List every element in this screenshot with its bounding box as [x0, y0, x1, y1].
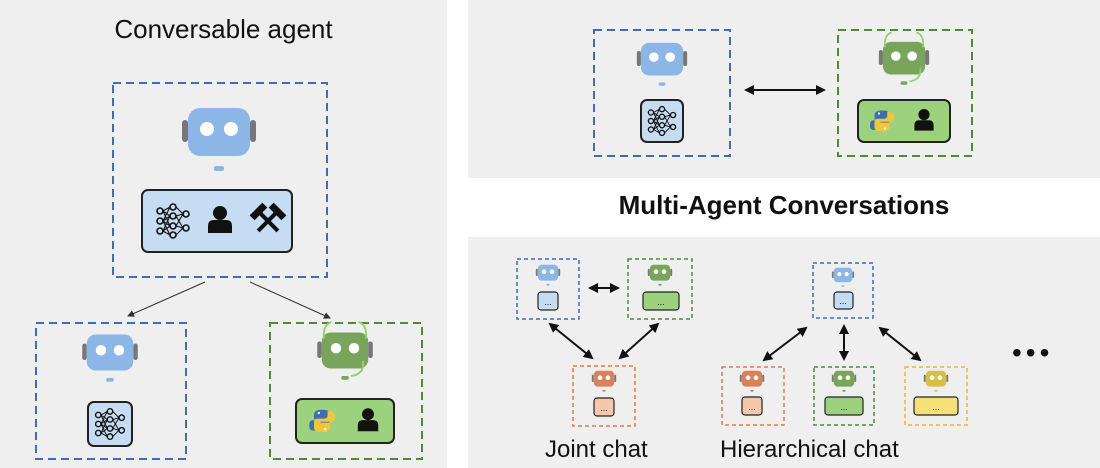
joint-arrow-right: [618, 322, 660, 360]
joint-agent-blue: [516, 258, 580, 320]
hier-agent-green: [813, 366, 875, 426]
joint-agent-green: [627, 258, 693, 320]
ellipsis: ...: [544, 297, 552, 307]
ellipsis: ...: [748, 402, 756, 412]
two-agent-assistant-box: [593, 29, 731, 157]
robot-icon: [317, 332, 373, 380]
hier-agent-top: [812, 262, 874, 319]
robot-icon: [82, 334, 138, 382]
joint-agent-orange: [572, 365, 636, 427]
hier-arrow-left: [762, 326, 808, 362]
robot-icon: [535, 264, 561, 286]
user-proxy-agent-box: [269, 322, 423, 460]
hier-agent-yellow: [904, 366, 968, 426]
hierarchical-chat-caption: Hierarchical chat: [720, 436, 899, 463]
arrow-to-user-proxy: [249, 281, 331, 319]
hier-arrow-right: [878, 326, 922, 362]
ellipsis: ...: [839, 296, 847, 306]
more-patterns-ellipsis: •••: [1012, 337, 1053, 368]
main-agent-box: [112, 82, 328, 278]
robot-icon: [739, 370, 765, 392]
joint-arrow-left: [548, 322, 594, 360]
two-agent-user-proxy-box: [837, 29, 973, 157]
robot-icon: [647, 264, 673, 286]
multi-agent-title: Multi-Agent Conversations: [618, 190, 950, 220]
conversable-agent-title: Conversable agent: [114, 14, 333, 44]
joint-chat-caption: Joint chat: [545, 436, 648, 463]
robot-icon: [591, 370, 617, 392]
robot-icon: [831, 267, 855, 287]
ellipsis: ...: [932, 402, 940, 412]
hier-agent-orange: [721, 366, 785, 426]
robot-icon: [182, 108, 256, 171]
robot-icon: [636, 42, 688, 86]
robot-icon: [923, 370, 949, 392]
robot-icon: [878, 41, 930, 85]
ellipsis: ...: [657, 297, 665, 307]
ellipsis: ...: [840, 402, 848, 412]
ellipsis: ...: [600, 403, 608, 413]
arrow-to-assistant: [127, 281, 206, 317]
robot-icon: [831, 370, 857, 392]
